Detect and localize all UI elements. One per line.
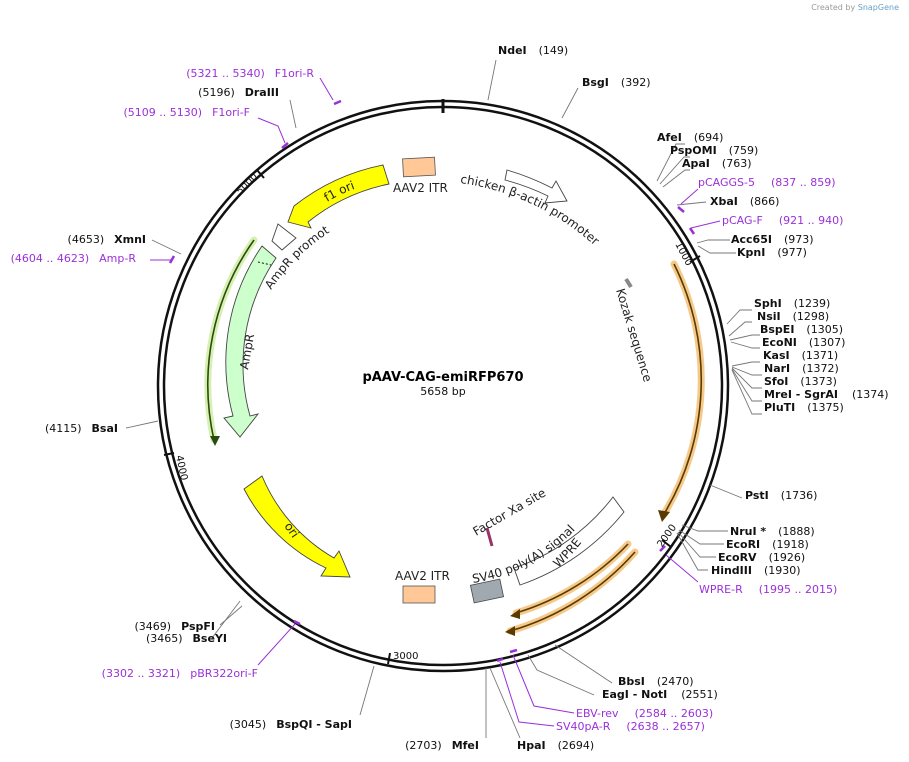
primer-labels: pCAGGS-5(837 .. 859) pCAG-F(921 .. 940) … — [11, 67, 844, 733]
feature-ampr — [223, 245, 277, 438]
site-acc65i: Acc65I(973) — [731, 233, 814, 246]
site-pspomi: PspOMI(759) — [670, 144, 758, 157]
plasmid-name: pAAV-CAG-emiRFP670 — [362, 370, 523, 385]
feature-chicken-actin-promoter — [504, 169, 568, 204]
feature-factor-xa — [485, 527, 494, 547]
site-nrui: NruI *(1888) — [730, 525, 815, 538]
feature-ori — [243, 475, 351, 578]
tick-4000 — [163, 452, 175, 456]
feature-ampr-promoter — [271, 223, 297, 251]
tick-label-2000: 2000 — [655, 523, 679, 550]
site-hindiii: HindIII(1930) — [711, 564, 801, 577]
site-bseyi: (3465)BseYI — [146, 632, 227, 645]
snapgene-credit: Created by SnapGene — [811, 3, 899, 12]
site-pspfi: (3469)PspFI — [135, 620, 215, 633]
feature-aav2-itr-bottom — [402, 585, 436, 604]
credit-prefix: Created by — [811, 3, 856, 12]
label-kozak: Kozak sequence — [613, 287, 655, 384]
label-aav2-itr-bottom: AAV2 ITR — [395, 569, 450, 583]
snapgene-brand: SnapGene — [857, 3, 899, 12]
site-econi: EcoNI(1307) — [762, 336, 845, 349]
site-nari: NarI(1372) — [764, 362, 839, 375]
tick-1000 — [689, 255, 701, 263]
features — [223, 156, 633, 604]
feature-wpre — [513, 496, 625, 586]
site-kpni: KpnI(977) — [737, 246, 807, 259]
site-leaders — [125, 59, 762, 739]
tick-3000 — [387, 652, 391, 665]
primer-sv40pa-r: SV40pA-R(2638 .. 2657) — [556, 720, 705, 733]
tick-label-5000: 5000 — [234, 171, 260, 197]
primer-amp-r: (4604 .. 4623)Amp-R — [11, 252, 137, 265]
primer-leaders — [150, 77, 721, 727]
primer-pbr322ori-f: (3302 .. 3321)pBR322ori-F — [102, 667, 258, 680]
tick-2000 — [661, 539, 672, 548]
backbone — [156, 99, 730, 673]
site-afei: AfeI(694) — [657, 131, 723, 144]
feature-aav2-itr-top — [402, 156, 436, 178]
feature-kozak — [624, 277, 633, 289]
site-xbai: XbaI(866) — [710, 195, 779, 208]
site-bspei: BspEI(1305) — [760, 323, 843, 336]
site-eagi-noti: EagI - NotI(2551) — [602, 688, 718, 701]
site-ecori: EcoRI(1918) — [726, 538, 809, 551]
feature-labels: AAV2 ITR chicken β-actin promoter Kozak … — [0, 0, 655, 586]
site-xmni: (4653)XmnI — [68, 233, 146, 246]
primer-pcaggs-5: pCAGGS-5(837 .. 859) — [698, 176, 836, 189]
primer-pcag-f: pCAG-F(921 .. 940) — [722, 214, 843, 227]
plasmid-length: 5658 bp — [420, 385, 465, 398]
site-kasi: KasI(1371) — [763, 349, 838, 362]
feature-f1-ori — [287, 164, 390, 229]
site-apai: ApaI(763) — [682, 157, 752, 170]
feature-sv40-polya — [469, 578, 505, 604]
site-bsgi: BsgI(392) — [582, 76, 651, 89]
site-pluti: PluTI(1375) — [764, 401, 844, 414]
tick-label-3000: 3000 — [393, 651, 418, 662]
primer-ebv-rev: EBV-rev(2584 .. 2603) — [576, 707, 713, 720]
site-mfei: (2703)MfeI — [405, 739, 479, 752]
primer-wpre-r: WPRE-R(1995 .. 2015) — [699, 583, 837, 596]
site-bsai: (4115)BsaI — [45, 422, 118, 435]
site-labels: NdeI(149) BsgI(392) AfeI(694) PspOMI(759… — [45, 44, 889, 752]
site-ecorv: EcoRV(1926) — [718, 551, 805, 564]
orf-arrows — [204, 236, 705, 636]
plasmid-title: pAAV-CAG-emiRFP670 5658 bp — [362, 370, 523, 398]
site-sphi: SphI(1239) — [754, 297, 830, 310]
site-hpai: HpaI(2694) — [517, 739, 594, 752]
tick-label-4000: 4000 — [173, 454, 189, 481]
site-ndei: NdeI(149) — [498, 44, 568, 57]
primer-f1ori-f: (5109 .. 5130)F1ori-F — [124, 106, 251, 119]
label-factor-xa: Factor Xa site — [471, 486, 549, 539]
site-bspqi-sapi: (3045)BspQI - SapI — [230, 718, 352, 731]
primer-f1ori-r: (5321 .. 5340)F1ori-R — [186, 67, 314, 80]
site-mrei-sgrai: MreI - SgrAI(1374) — [764, 388, 889, 401]
site-psti: PstI(1736) — [745, 489, 817, 502]
label-aav2-itr-top: AAV2 ITR — [393, 181, 448, 195]
site-sfoi: SfoI(1373) — [764, 375, 837, 388]
site-bbsi: BbsI(2470) — [618, 675, 693, 688]
tick-5000 — [256, 169, 265, 179]
label-ampr: AmpR — [237, 333, 257, 371]
site-draiii: (5196)DraIII — [198, 86, 279, 99]
site-nsii: NsiI(1298) — [757, 310, 829, 323]
